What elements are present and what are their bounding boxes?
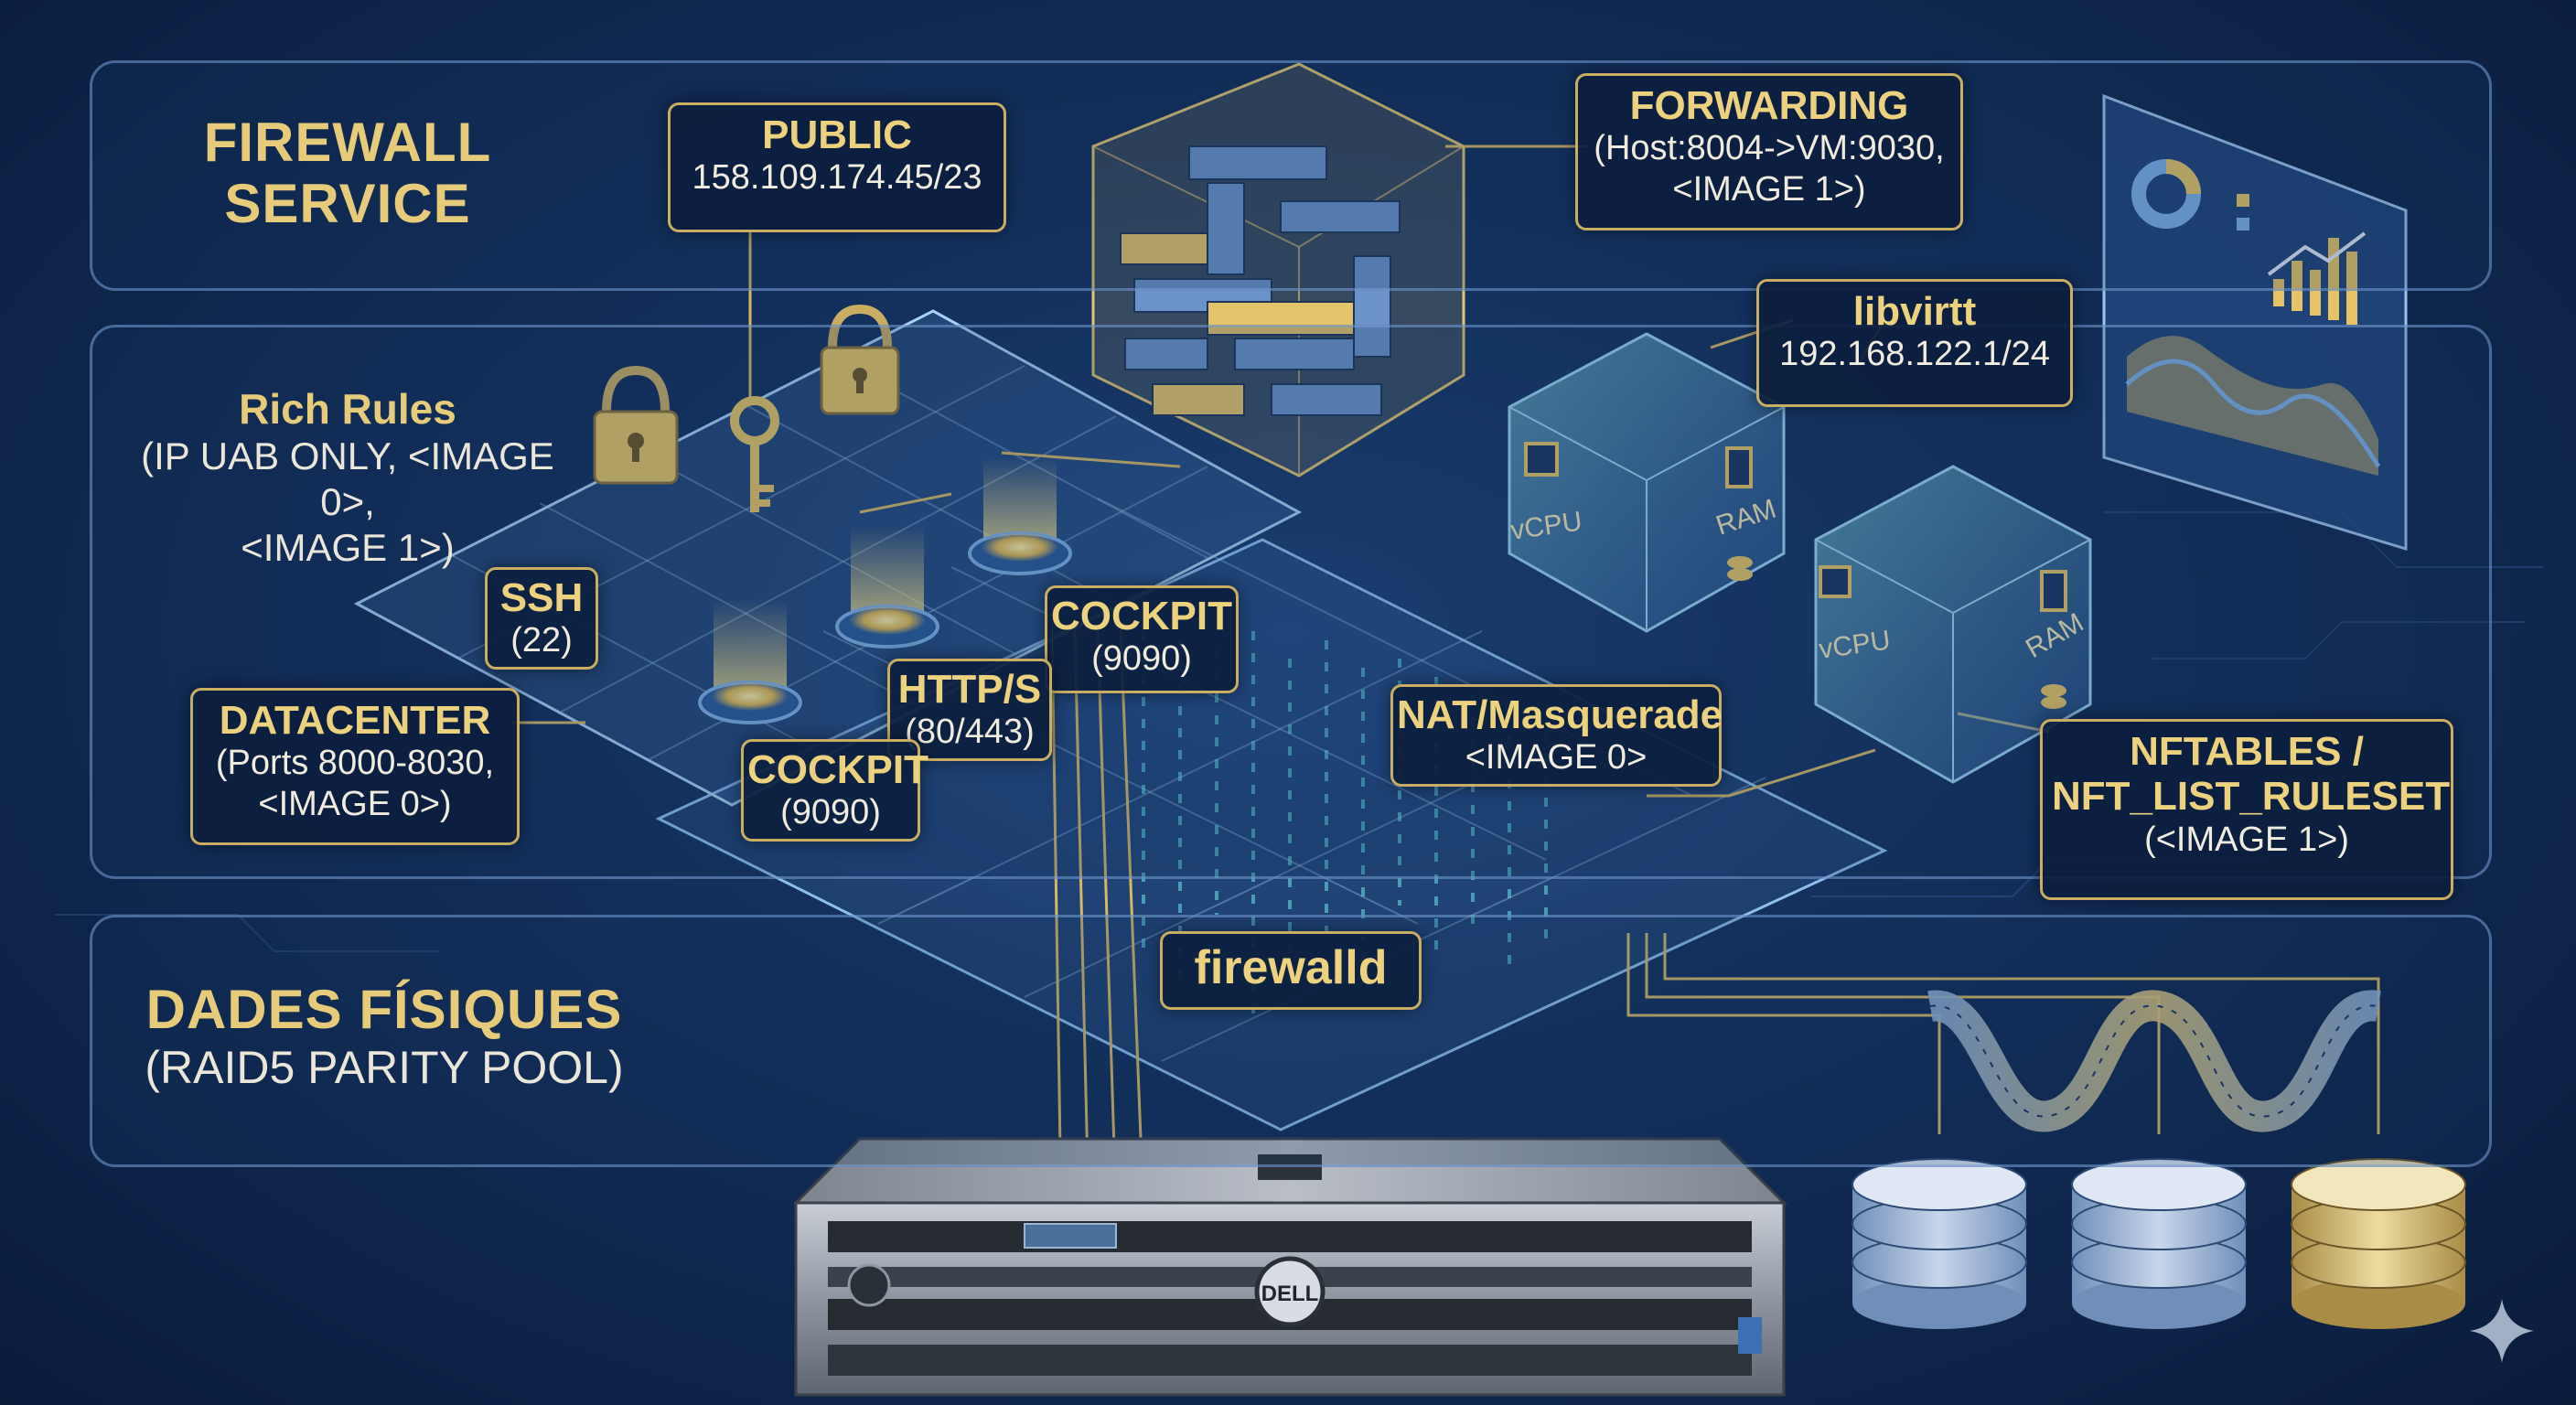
label-value: 192.168.122.1/24: [1779, 335, 2050, 374]
rich-rules-line: <IMAGE 1>): [241, 526, 455, 570]
padlock-icon: [593, 365, 679, 485]
label-line: NFTABLES /: [2130, 729, 2364, 774]
section-title: DADES FÍSIQUES: [145, 979, 623, 1040]
server-brand-logo: DELL: [1261, 1282, 1319, 1306]
section-title-dades-fisiques: DADES FÍSIQUES (RAID5 PARITY POOL): [128, 979, 640, 1095]
label-line: (<IMAGE 1>): [2144, 820, 2349, 859]
label-cockpit-bottom: COCKPIT (9090): [741, 739, 928, 842]
data-ribbon: [1927, 990, 2381, 1132]
label-value: (80/443): [905, 713, 1035, 752]
vcpu-chip-icon: [1524, 442, 1852, 598]
vm-cube-1: [1508, 332, 1786, 633]
label-title: NAT/Masquerade: [1397, 692, 1723, 737]
label-value: (9090): [780, 793, 881, 832]
rich-rules-title: Rich Rules: [239, 385, 456, 433]
label-line: NFT_LIST_RULESET: [2052, 774, 2451, 820]
label-datacenter: DATACENTER (Ports 8000-8030, <IMAGE 0>): [190, 688, 520, 845]
section-subtitle: (RAID5 PARITY POOL): [145, 1042, 624, 1094]
label-public: PUBLIC 158.109.174.45/23: [668, 102, 1006, 232]
disk-stack-icon: [2291, 1158, 2466, 1329]
label-value: (9090): [1091, 639, 1192, 679]
label-libvirt: libvirtt 192.168.122.1/24: [1756, 279, 2073, 407]
connector-lines: [512, 145, 2380, 1208]
rich-rules-label: Rich Rules (IP UAB ONLY, <IMAGE 0>, <IMA…: [110, 385, 585, 572]
label-value: (22): [510, 621, 573, 660]
sparkle-icon: [2470, 1299, 2534, 1363]
label-title: HTTP/S: [897, 667, 1042, 712]
disk-stack-icon: [2071, 1158, 2247, 1329]
infrastructure-cube: [1091, 62, 1465, 477]
label-title: COCKPIT: [747, 747, 928, 792]
label-line: (Ports 8000-8030,: [215, 744, 495, 783]
label-nat-masquerade: NAT/Masquerade <IMAGE 0>: [1390, 684, 1723, 787]
label-title: PUBLIC: [762, 113, 912, 157]
padlock-icon: [820, 304, 900, 415]
label-line: <IMAGE 1>): [1672, 170, 1866, 209]
label-line: <IMAGE 0>): [258, 785, 452, 824]
label-title: FORWARDING: [1629, 83, 1909, 128]
server-chassis: DELL: [792, 1137, 1787, 1397]
port-glow: [698, 457, 1072, 724]
label-title: DATACENTER: [219, 698, 491, 743]
ram-chip-icon: [1725, 446, 2067, 709]
label-firewalld: firewalld: [1160, 931, 1422, 1010]
label-nftables: NFTABLES / NFT_LIST_RULESET (<IMAGE 1>): [2040, 719, 2453, 900]
label-line: (Host:8004->VM:9030,: [1594, 129, 1945, 168]
vm-cube-2: [1814, 465, 2092, 784]
label-value: 158.109.174.45/23: [692, 158, 982, 198]
key-icon: [730, 396, 779, 512]
rich-rules-line: (IP UAB ONLY, <IMAGE 0>,: [141, 434, 554, 523]
label-forwarding: FORWARDING (Host:8004->VM:9030, <IMAGE 1…: [1575, 73, 1963, 231]
section-title-line: SERVICE: [224, 173, 471, 235]
label-title: firewalld: [1194, 941, 1388, 994]
disk-stack-icon: [1852, 1158, 2027, 1329]
label-cockpit-top: COCKPIT (9090): [1045, 585, 1239, 693]
label-title: libvirtt: [1852, 289, 1977, 334]
band-firewall-service: [90, 60, 2492, 291]
section-title-line: FIREWALL: [203, 112, 492, 173]
section-title-firewall-service: FIREWALL SERVICE: [174, 112, 521, 234]
dashboard-chart-icon: [2102, 93, 2408, 552]
label-title: SSH: [499, 575, 584, 620]
label-title: COCKPIT: [1051, 594, 1232, 638]
label-value: <IMAGE 0>: [1465, 738, 1648, 778]
label-ssh: SSH (22): [485, 567, 598, 670]
